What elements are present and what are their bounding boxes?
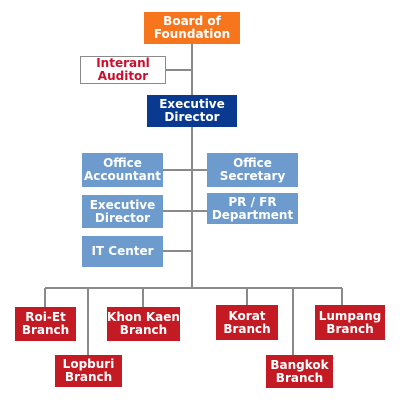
korat-branch-box: Korat Branch bbox=[216, 305, 278, 340]
it-center-box: IT Center bbox=[82, 236, 163, 267]
khon-kaen-branch-box: Khon Kaen Branch bbox=[107, 307, 180, 341]
internal-auditor-box: Interanl Auditor bbox=[80, 56, 166, 84]
lumpang-branch-box: Lumpang Branch bbox=[315, 305, 385, 340]
bangkok-branch-box: Bangkok Branch bbox=[266, 355, 333, 388]
executive-director-box: Executive Director bbox=[147, 95, 237, 127]
board-of-foundation-box: Board of Foundation bbox=[144, 12, 240, 44]
pr-fr-department-box: PR / FR Department bbox=[207, 193, 298, 224]
office-accountant-box: Office Accountant bbox=[82, 153, 163, 187]
office-secretary-box: Office Secretary bbox=[207, 153, 298, 187]
executive-director-staff-box: Executive Director bbox=[82, 195, 163, 228]
roi-et-branch-box: Roi-Et Branch bbox=[15, 307, 76, 341]
lopburi-branch-box: Lopburi Branch bbox=[55, 355, 122, 387]
